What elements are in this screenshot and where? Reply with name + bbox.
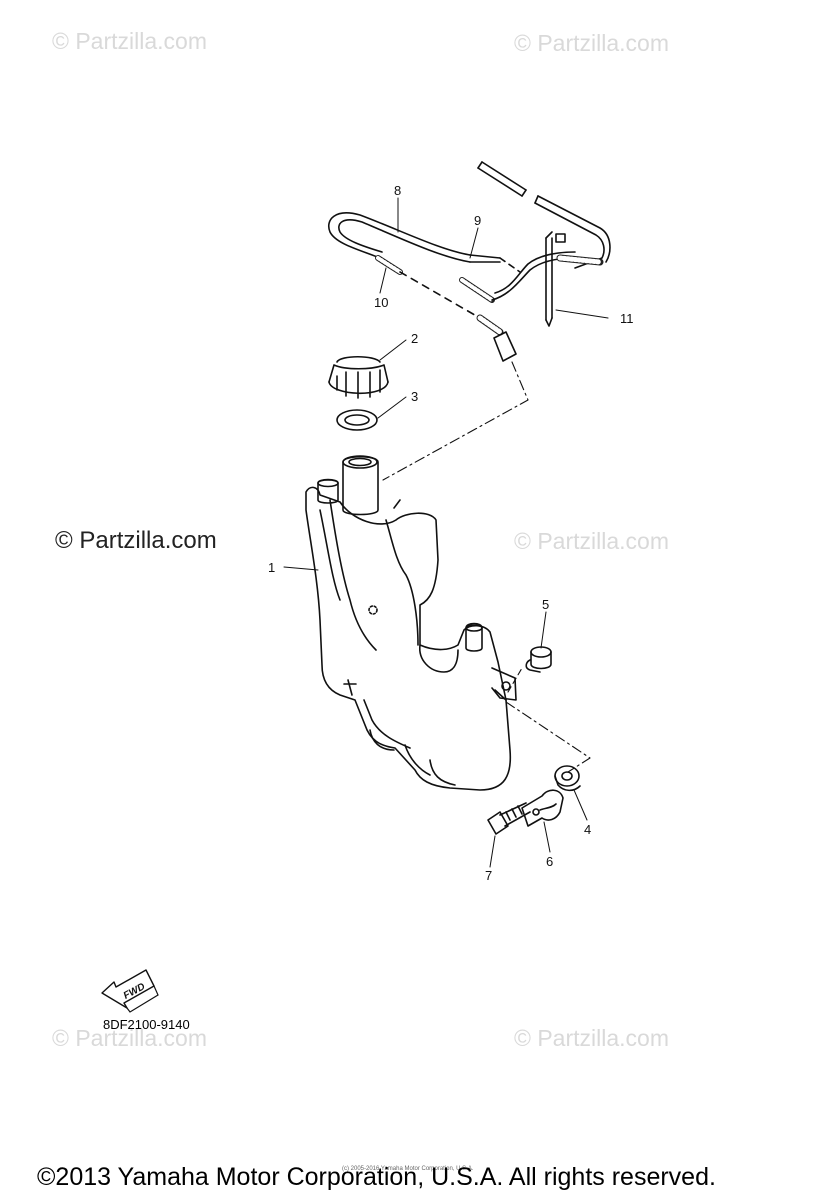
- callout-5: 5: [542, 597, 549, 612]
- diagram-reference-code: 8DF2100-9140: [103, 1017, 190, 1032]
- watermark-mid-right: © Partzilla.com: [514, 528, 669, 554]
- watermark-top-left: © Partzilla.com: [52, 28, 207, 54]
- part-4-grommet[interactable]: [554, 765, 581, 792]
- callout-3: 3: [411, 389, 418, 404]
- callout-9: 9: [474, 213, 481, 228]
- part-9-spring-section[interactable]: [459, 277, 495, 303]
- callout-4: 4: [584, 822, 591, 837]
- part-5-collar[interactable]: [525, 646, 552, 673]
- callout-8: 8: [394, 183, 401, 198]
- fwd-arrow-icon: FWD: [101, 969, 159, 1013]
- part-7-bolt[interactable]: [487, 802, 531, 835]
- callout-10: 10: [374, 295, 388, 310]
- micro-copyright: (c) 2005-2016 Yamaha Motor Corporation, …: [342, 1166, 474, 1172]
- part-1-reservoir-tank[interactable]: [305, 455, 517, 791]
- callout-6: 6: [546, 854, 553, 869]
- copyright-notice: ©2013 Yamaha Motor Corporation, U.S.A. A…: [37, 1163, 716, 1191]
- part-2-radiator-cap[interactable]: [328, 355, 389, 399]
- callout-7: 7: [485, 868, 492, 883]
- watermark-bottom-right: © Partzilla.com: [514, 1025, 669, 1051]
- callout-11: 11: [620, 311, 634, 326]
- part-3-gasket[interactable]: [336, 409, 378, 431]
- callout-2: 2: [411, 331, 418, 346]
- watermark-mid-left: © Partzilla.com: [55, 527, 217, 554]
- part-11-pipe-clip[interactable]: [477, 161, 611, 327]
- part-8-hose[interactable]: [328, 212, 501, 263]
- callout-1: 1: [268, 560, 275, 575]
- watermark-bottom-left: © Partzilla.com: [52, 1025, 207, 1051]
- part-10-spring-breather[interactable]: [375, 255, 517, 362]
- watermark-top-right: © Partzilla.com: [514, 30, 669, 56]
- part-6-clamp[interactable]: [521, 789, 564, 827]
